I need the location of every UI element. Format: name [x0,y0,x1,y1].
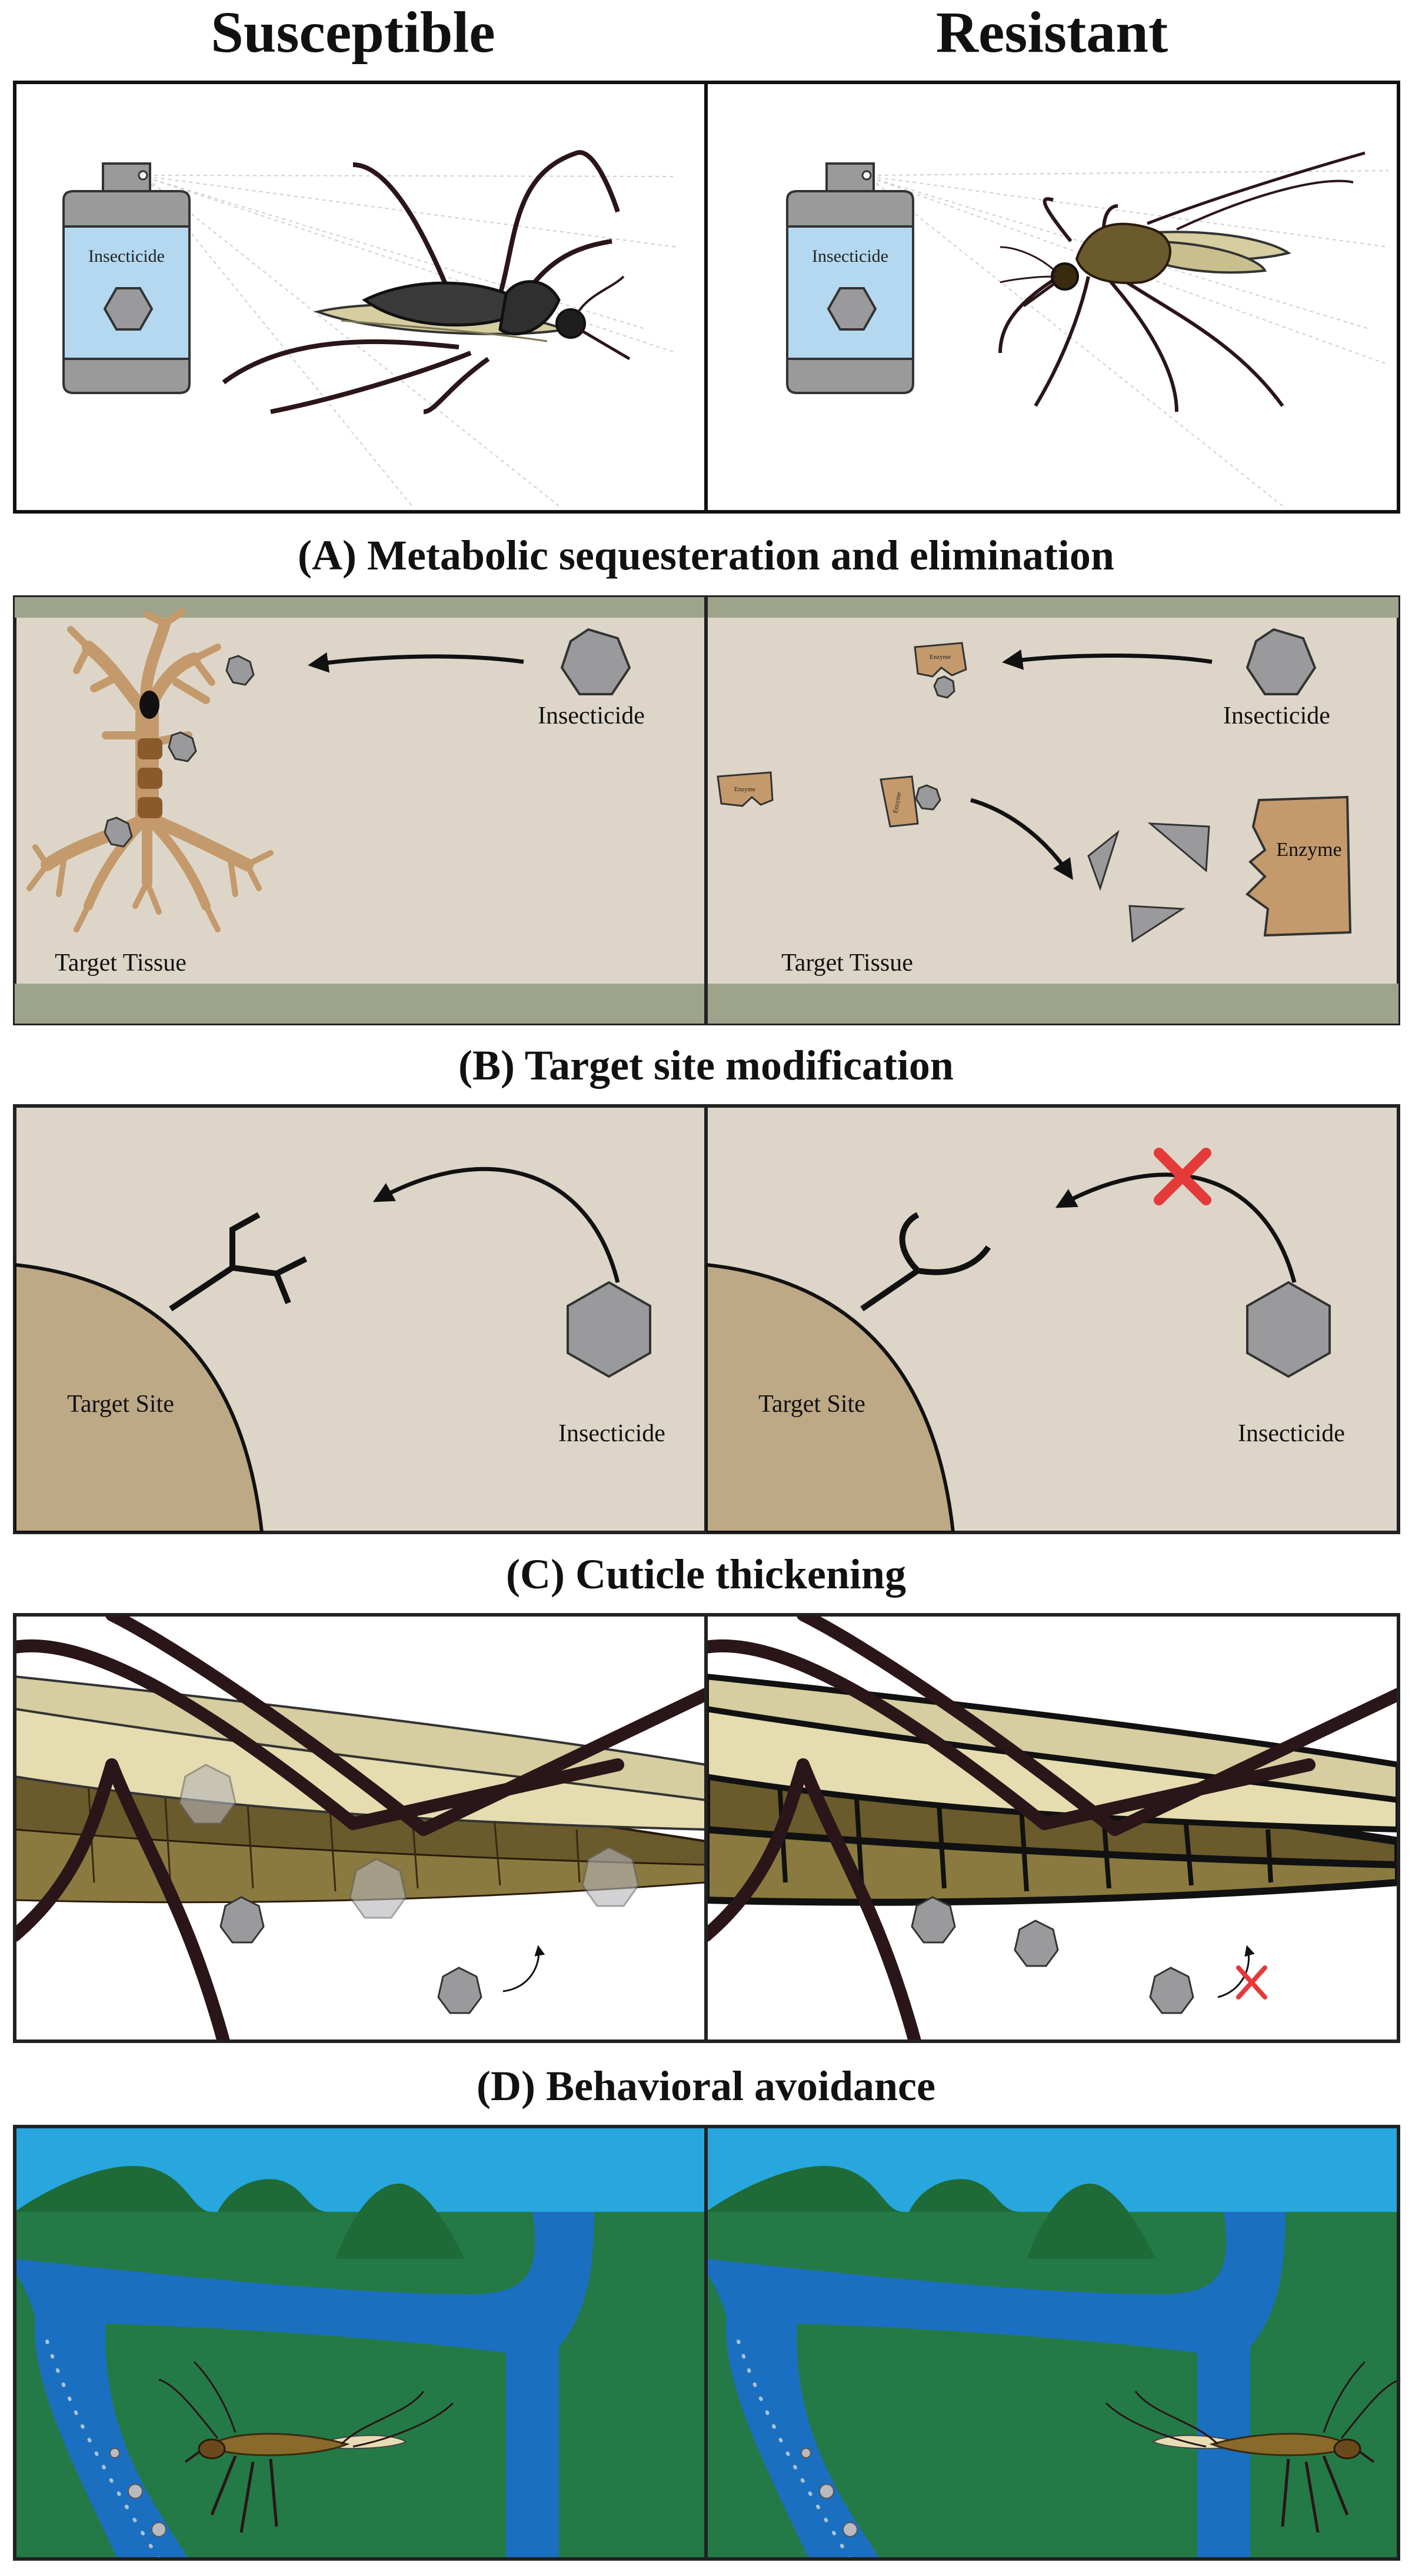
panel-title-b: (B) Target site modification [458,1042,954,1089]
insecticide-fragment [1087,829,1120,891]
receptor-modified-icon [860,1212,991,1312]
mosquito-icon [222,150,631,414]
target-site-label: Target Site [758,1391,865,1418]
hexagon-icon [567,1281,651,1378]
insecticide-fragment [1128,905,1185,943]
arrow-icon [1002,649,1213,670]
hexagon-icon [1149,1967,1194,2014]
panel-title-c: (C) Cuticle thickening [506,1551,906,1598]
insecticide-fragment [1147,822,1210,873]
hexagon-icon [104,817,133,848]
column-header-resistant: Resistant [936,0,1168,65]
arrow-icon [502,1945,545,1992]
abdomen-thick [706,1615,1398,2041]
enzyme-small-icon: Enzyme [880,775,941,828]
svg-text:Enzyme: Enzyme [930,654,951,661]
spray-can-icon: Insecticide [62,162,677,506]
panel-c [13,1613,1400,2043]
hexagon-icon [827,287,877,331]
hexagon-icon [911,1896,956,1944]
insecticide-label: Insecticide [1238,1420,1345,1447]
hexagon-icon [219,1896,265,1944]
target-tissue-label: Target Tissue [781,949,913,977]
spray-panel: Insecticide [13,81,1400,514]
panel-title-a: (A) Metabolic sequesteration and elimina… [298,532,1114,579]
receptor-icon [169,1212,308,1312]
insecticide-label: Insecticide [558,1420,665,1447]
hexagon-icon [103,287,154,331]
hexagon-icon [178,1764,237,1825]
enzyme-icon: Enzyme [1245,795,1352,937]
neuron-icon [26,608,274,932]
enzyme-small-icon: Enzyme [914,642,967,699]
enzyme-small-icon: Enzyme [717,771,774,807]
block-x-icon [1236,1965,1267,2000]
hexagon-icon [1246,628,1317,695]
target-tissue-label: Target Tissue [55,949,187,977]
landscape-right [706,2165,1286,2559]
target-site [15,1262,264,1532]
hexagon-icon [1014,1919,1059,1967]
spray-can-icon: Insecticide [786,162,1389,506]
arrow-icon [308,652,524,673]
mosquito-icon [998,151,1366,412]
hexagon-icon [581,1846,640,1907]
svg-text:Enzyme: Enzyme [1276,839,1341,861]
insecticide-label: Insecticide [538,702,645,729]
panel-title-d: (D) Behavioral avoidance [477,2062,935,2110]
insecticide-label: Insecticide [1223,702,1330,729]
can-label: Insecticide [812,246,888,266]
column-header-susceptible: Susceptible [211,0,495,65]
svg-text:Enzyme: Enzyme [734,786,755,793]
arrow-icon [970,798,1073,880]
target-site [706,1262,955,1532]
target-site-label: Target Site [67,1391,174,1418]
hexagon-icon [168,731,197,762]
panel-a: Insecticide Target Tissue [13,595,1400,1025]
hexagon-icon [1246,1281,1331,1378]
arrow-icon [1055,1172,1297,1283]
hexagon-icon [560,628,631,695]
arrow-icon [372,1167,620,1283]
panel-b: Target Site Insecticide Target Site Inse… [13,1104,1400,1534]
block-x-icon [1154,1148,1211,1205]
landscape-left [15,2165,594,2559]
hexagon-icon [225,655,255,686]
can-label: Insecticide [88,246,165,266]
hexagon-icon [437,1967,482,2014]
panel-d [13,2125,1400,2561]
arrow-icon [1217,1945,1255,1998]
hexagon-icon [349,1858,407,1919]
